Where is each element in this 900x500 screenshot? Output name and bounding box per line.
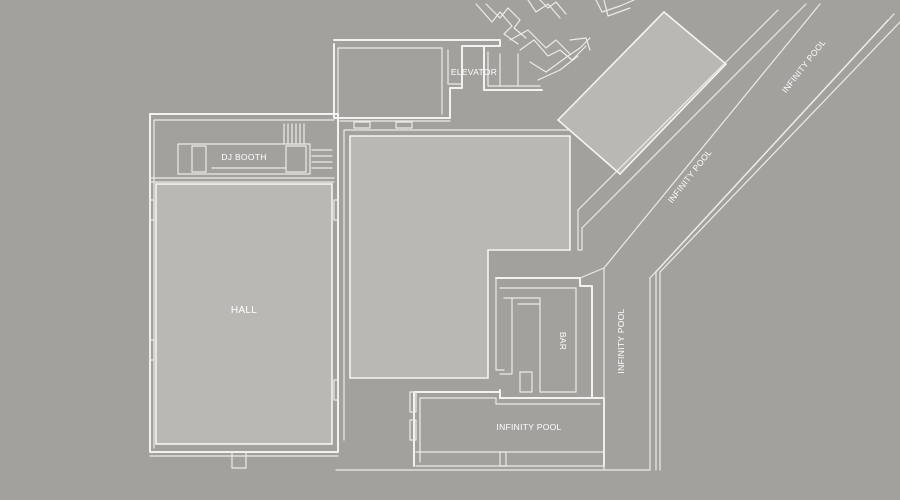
infinity-pool-bottom-label: INFINITY POOL	[496, 422, 561, 432]
central-floor	[349, 135, 571, 379]
bottom-pool	[409, 391, 605, 467]
pool-edges	[335, 3, 900, 471]
top-structure	[475, 0, 635, 81]
hall-building	[149, 113, 339, 469]
hall-floor	[155, 183, 333, 445]
elevator-label: ELEVATOR	[451, 67, 497, 77]
dj-booth-label: DJ BOOTH	[221, 152, 266, 162]
dj-booth-stairs	[283, 123, 333, 169]
infinity-pool-vertical-label: INFINITY POOL	[616, 308, 626, 373]
elevator-block	[333, 39, 543, 129]
hall-label: HALL	[231, 305, 257, 316]
bar-label: BAR	[558, 332, 568, 350]
diagonal-deck	[556, 10, 728, 176]
